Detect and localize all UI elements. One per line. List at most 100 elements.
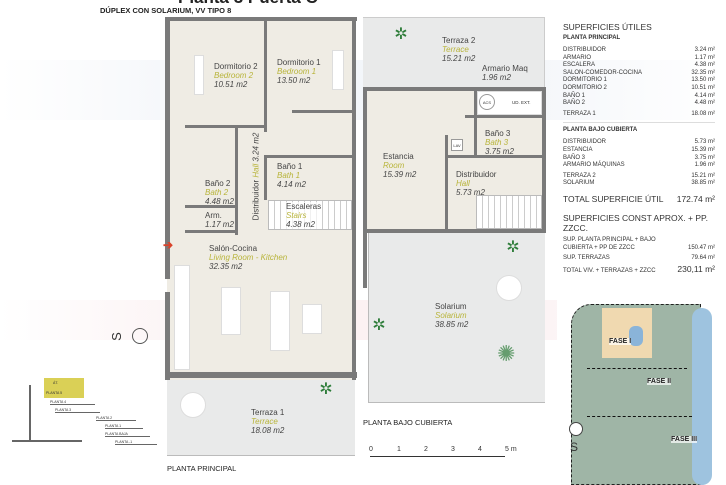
row-value: 1.17 m²: [694, 54, 715, 61]
row-label: SOLARIUM: [563, 180, 595, 187]
row-label: DORMITORIO 1: [563, 77, 607, 84]
wall: [363, 233, 367, 288]
bed: [332, 50, 344, 90]
pool-area: [602, 308, 652, 358]
plan-label: PLANTA BAJO CUBIERTA: [363, 418, 453, 427]
plan-label: PLANTA PRINCIPAL: [167, 464, 237, 473]
section-heading: PLANTA BAJO CUBIERTA: [563, 127, 638, 134]
scale-tick: 1: [397, 446, 401, 453]
wall: [352, 17, 356, 380]
table-row: SOLARIUM 38.85 m²: [563, 180, 715, 188]
row-value: 3.24 m²: [694, 47, 715, 53]
surfaces-table: SUPERFICIES ÚTILES PLANTA PRINCIPAL DIST…: [563, 22, 715, 275]
plant-icon: ✺: [497, 341, 516, 366]
section-heading: PLANTA PRINCIPAL: [563, 35, 621, 41]
section-base: [12, 440, 82, 442]
section-level: PLANTA 4: [50, 400, 95, 405]
section-level: PLANTA 2: [96, 416, 136, 421]
page-title: Planta 3 Puerta C: [178, 0, 318, 8]
table-row: SALON-COMEDOR-COCINA 32.35 m²: [563, 70, 715, 78]
site-compass-letter: S: [570, 440, 579, 454]
section-core: [29, 385, 31, 441]
wall: [264, 155, 354, 158]
scale-tick: 3: [451, 446, 455, 453]
terrace-2: [363, 17, 545, 89]
plant-icon: ✲: [506, 239, 520, 256]
scale-tick: 5 m: [505, 446, 517, 453]
wall: [292, 110, 354, 113]
room-distribuidor: Distribuidor Hall 3.24 m2: [251, 132, 261, 221]
row-label: ARMARIO MÁQUINAS: [563, 162, 625, 169]
table-row: SUP. PLANTA PRINCIPAL + BAJO CUBIERTA + …: [563, 236, 715, 251]
wall: [165, 372, 357, 378]
coffee-table: [302, 304, 322, 334]
row-label: SALON-COMEDOR-COCINA: [563, 69, 643, 76]
phase-label: FASE II: [647, 378, 672, 385]
wall: [264, 20, 267, 132]
const-title: SUPERFICIES CONST APROX. + PP. ZZCC.: [563, 212, 708, 233]
page-subtitle: DÚPLEX CON SOLARIUM, VV TIPO 8: [100, 6, 232, 15]
row-label: BAÑO 3: [563, 154, 586, 161]
row-value: 15.21 m²: [691, 172, 715, 179]
lav-equipment: LAV: [451, 139, 463, 151]
site-compass-icon: [569, 422, 583, 436]
row-label: DORMITORIO 2: [563, 84, 607, 91]
wall: [445, 135, 448, 230]
row-value: 15.39 m²: [691, 146, 715, 153]
phase-label: FASE I: [609, 338, 632, 345]
section-level: PLANTA 5: [46, 391, 63, 395]
wall: [363, 229, 546, 233]
scale-tick: 0: [369, 446, 373, 453]
table-row: DORMITORIO 2 10.51 m²: [563, 85, 715, 93]
room-armario: Arm.1.17 m2: [205, 211, 234, 229]
scale-line: [370, 456, 505, 457]
row-value: 4.14 m²: [694, 92, 715, 99]
row-value: 10.51 m²: [691, 84, 715, 91]
phase-label: FASE III: [671, 436, 698, 443]
row-label: ESTANCIA: [563, 146, 593, 153]
acs-equipment: ACS: [479, 94, 495, 110]
section-level: PLANTA BAJA: [105, 432, 150, 437]
solarium-table: [496, 275, 522, 301]
wall: [185, 125, 267, 128]
wall: [165, 292, 170, 380]
row-value: 38.85 m²: [691, 180, 715, 187]
row-label: DISTRIBUIDOR: [563, 139, 607, 146]
wall: [165, 17, 170, 279]
stairs: [476, 195, 542, 229]
row-value: 1.96 m²: [694, 162, 715, 169]
sofa: [270, 291, 290, 351]
pool: [629, 326, 643, 346]
wall: [264, 155, 267, 200]
plant-icon: ✲: [394, 26, 408, 43]
wall: [165, 17, 357, 21]
row-value: 4.38 m²: [694, 62, 715, 69]
table-row: TERRAZA 2 15.21 m²: [563, 173, 715, 181]
wall: [363, 87, 546, 91]
row-value: 3.75 m²: [694, 154, 715, 161]
river: [692, 308, 712, 485]
surfaces-title: SUPERFICIES ÚTILES: [563, 22, 652, 32]
row-label: TERRAZA 2: [563, 172, 596, 179]
wall: [465, 115, 545, 118]
wall: [542, 87, 546, 233]
wall: [185, 230, 238, 233]
row-value: 32.35 m²: [691, 69, 715, 76]
